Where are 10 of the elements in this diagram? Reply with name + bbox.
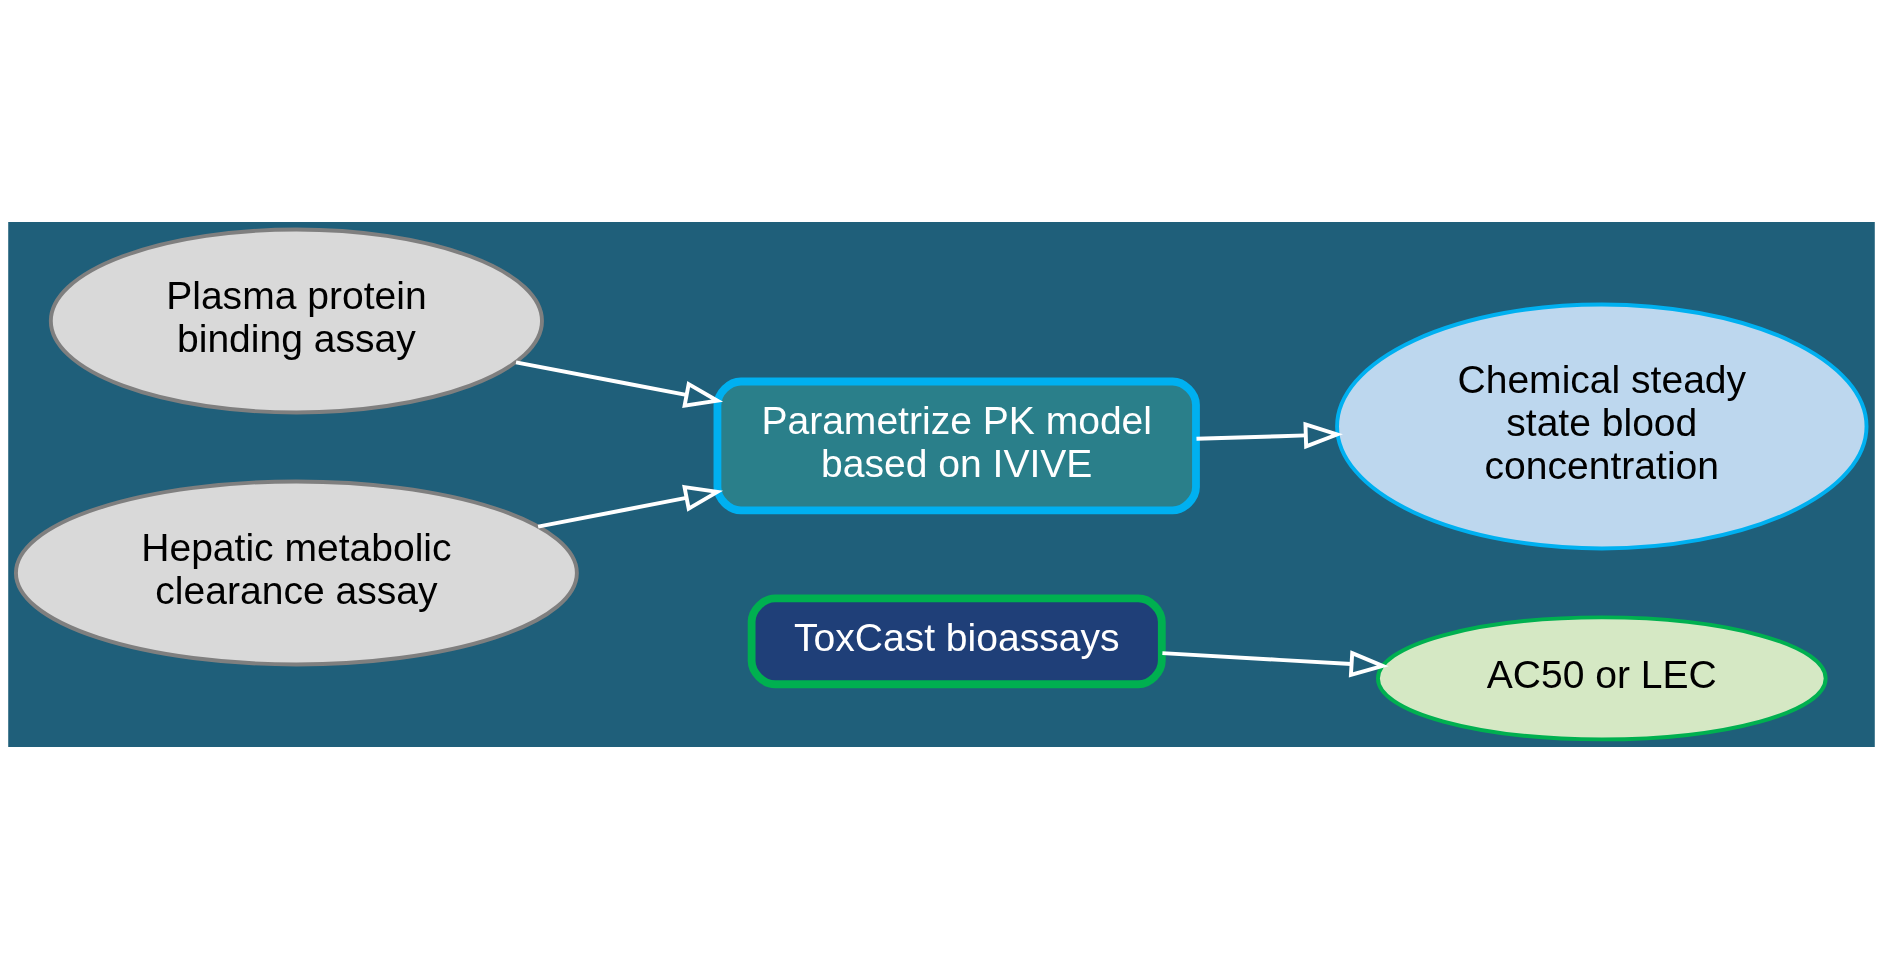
arrow [537, 484, 724, 528]
node-ellipse: Hepatic metabolic clearance assay [13, 479, 579, 666]
node-ellipse: Chemical steady state blood concentration [1335, 302, 1869, 550]
node-ellipse: Plasma protein binding assay [48, 227, 544, 414]
arrow [515, 360, 724, 408]
arrow [1196, 421, 1343, 449]
node-ellipse: AC50 or LEC [1376, 614, 1828, 741]
node-box: Parametrize PK model based on IVIVE [713, 377, 1200, 514]
arrow [1162, 649, 1389, 678]
node-box: ToxCast bioassays [747, 593, 1166, 688]
